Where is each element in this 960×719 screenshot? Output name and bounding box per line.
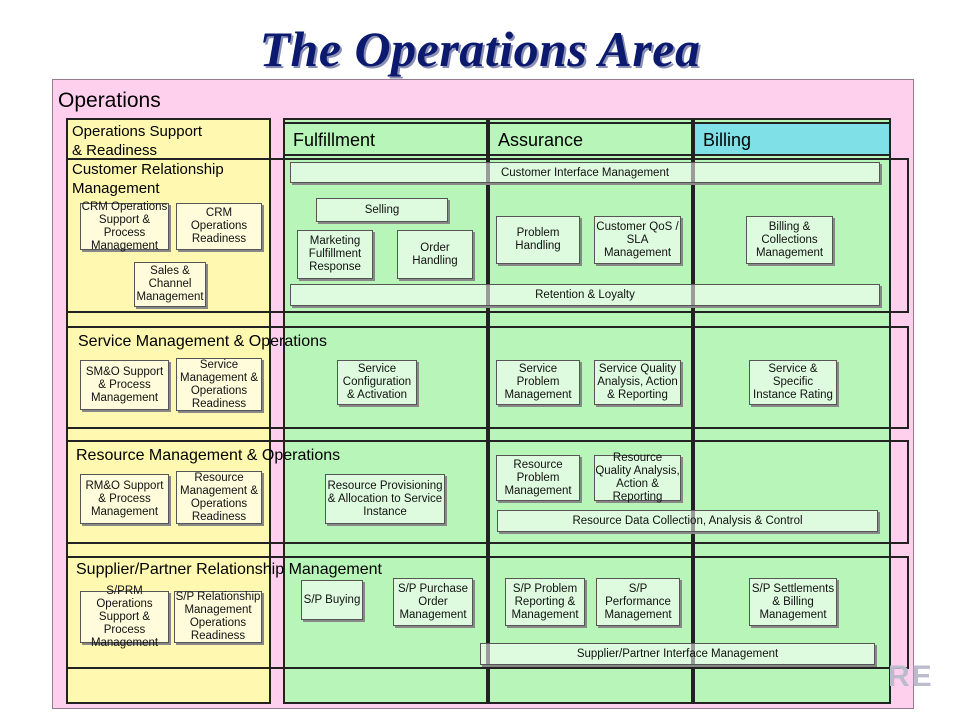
smo-layer (66, 326, 909, 429)
billing-header: Billing (693, 122, 891, 156)
problem-handling-box[interactable]: Problem Handling (496, 216, 580, 264)
operations-label: Operations (58, 89, 161, 112)
rmo-readiness-box[interactable]: Resource Management & Operations Readine… (176, 471, 262, 524)
sp-performance-box[interactable]: S/P Performance Management (596, 578, 680, 626)
service-quality-box[interactable]: Service Quality Analysis, Action & Repor… (594, 360, 681, 405)
crm-ops-support-box[interactable]: CRM Operations Support & Process Managem… (80, 200, 169, 252)
smo-readiness-box[interactable]: Service Management & Operations Readines… (176, 358, 262, 411)
service-problem-box[interactable]: Service Problem Management (496, 360, 580, 405)
page-title: The Operations Area (259, 21, 701, 77)
resource-quality-box[interactable]: Resource Quality Analysis, Action & Repo… (594, 452, 681, 503)
sprm-layer (66, 556, 909, 669)
sp-settlements-box[interactable]: S/P Settlements & Billing Management (749, 578, 837, 626)
marketing-fulfillment-box[interactable]: Marketing Fulfillment Response (297, 230, 373, 279)
sp-buying-box[interactable]: S/P Buying (301, 580, 363, 620)
service-configuration-box[interactable]: Service Configuration & Activation (337, 360, 417, 405)
billing-collections-box[interactable]: Billing & Collections Management (746, 216, 833, 264)
rmo-layer (66, 440, 909, 544)
ops-support-header: Operations Support & Readiness Customer … (72, 122, 268, 198)
order-handling-box[interactable]: Order Handling (397, 230, 473, 279)
resource-problem-box[interactable]: Resource Problem Management (496, 455, 580, 501)
customer-interface-bar[interactable]: Customer Interface Management (290, 162, 880, 183)
customer-qos-box[interactable]: Customer QoS / SLA Management (594, 216, 681, 264)
sales-channel-box[interactable]: Sales & Channel Management (134, 262, 206, 307)
rmo-support-box[interactable]: RM&O Support & Process Management (80, 474, 169, 524)
retention-loyalty-bar[interactable]: Retention & Loyalty (290, 284, 880, 306)
smo-label: Service Management & Operations (78, 333, 328, 350)
ops-support-head-line: & Readiness (72, 142, 158, 159)
ops-support-head-line: Operations Support (72, 123, 203, 140)
sp-purchase-order-box[interactable]: S/P Purchase Order Management (393, 578, 473, 626)
sp-problem-reporting-box[interactable]: S/P Problem Reporting & Management (505, 578, 585, 626)
fulfillment-header: Fulfillment (283, 122, 488, 156)
service-rating-box[interactable]: Service & Specific Instance Rating (749, 360, 837, 405)
resource-data-collection-bar[interactable]: Resource Data Collection, Analysis & Con… (497, 510, 878, 532)
supplier-interface-bar[interactable]: Supplier/Partner Interface Management (480, 643, 875, 665)
resource-provisioning-box[interactable]: Resource Provisioning & Allocation to Se… (325, 474, 445, 524)
logo-fragment: RE (888, 660, 934, 693)
crm-ops-readiness-box[interactable]: CRM Operations Readiness (176, 203, 262, 250)
assurance-header: Assurance (488, 122, 693, 156)
crm-layer-head-line: Customer Relationship (72, 161, 224, 178)
sprm-readiness-box[interactable]: S/P Relationship Management Operations R… (174, 591, 262, 643)
crm-layer (66, 158, 909, 313)
crm-layer-head-line: Management (72, 180, 160, 197)
sprm-label: Supplier/Partner Relationship Management (76, 561, 382, 578)
rmo-label: Resource Management & Operations (76, 447, 341, 464)
smo-support-box[interactable]: SM&O Support & Process Management (80, 360, 169, 410)
selling-box[interactable]: Selling (316, 198, 448, 222)
sprm-support-box[interactable]: S/PRM Operations Support & Process Manag… (80, 585, 169, 649)
